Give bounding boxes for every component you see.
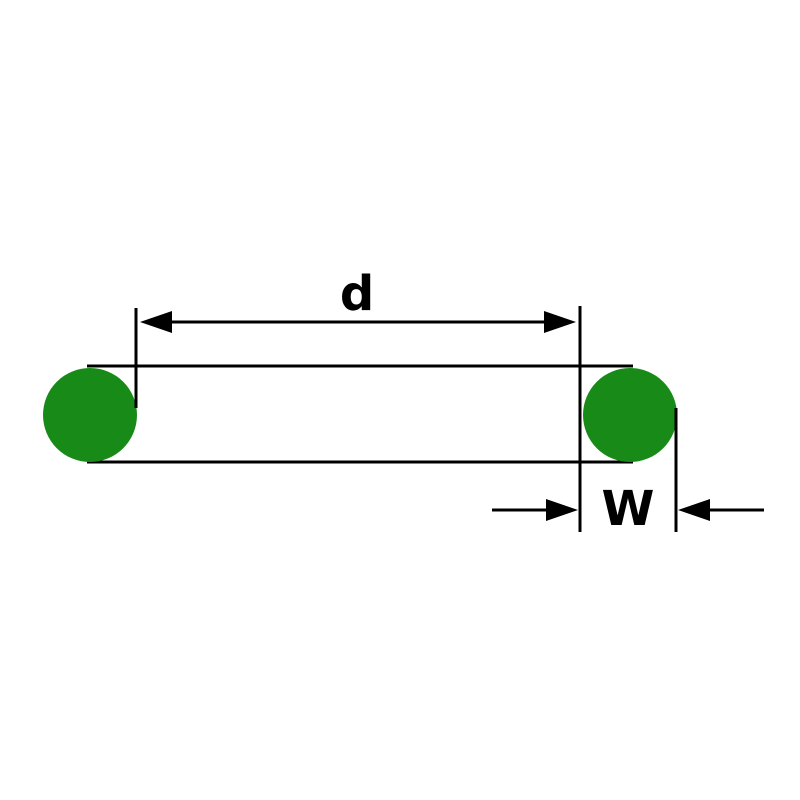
diameter-label: d [340,266,374,322]
width-label: W [602,481,655,537]
diameter-arrowhead-left-icon [140,311,172,333]
oring-cross-section-left [43,368,137,462]
width-arrowhead-left-icon [546,499,578,521]
oring-cross-section-right [583,368,677,462]
oring-profile [87,364,633,464]
cross-section-width-dimension: W [492,408,764,537]
width-arrowhead-right-icon [678,499,710,521]
inner-diameter-dimension: d [134,266,582,532]
diameter-arrowhead-right-icon [544,311,576,333]
